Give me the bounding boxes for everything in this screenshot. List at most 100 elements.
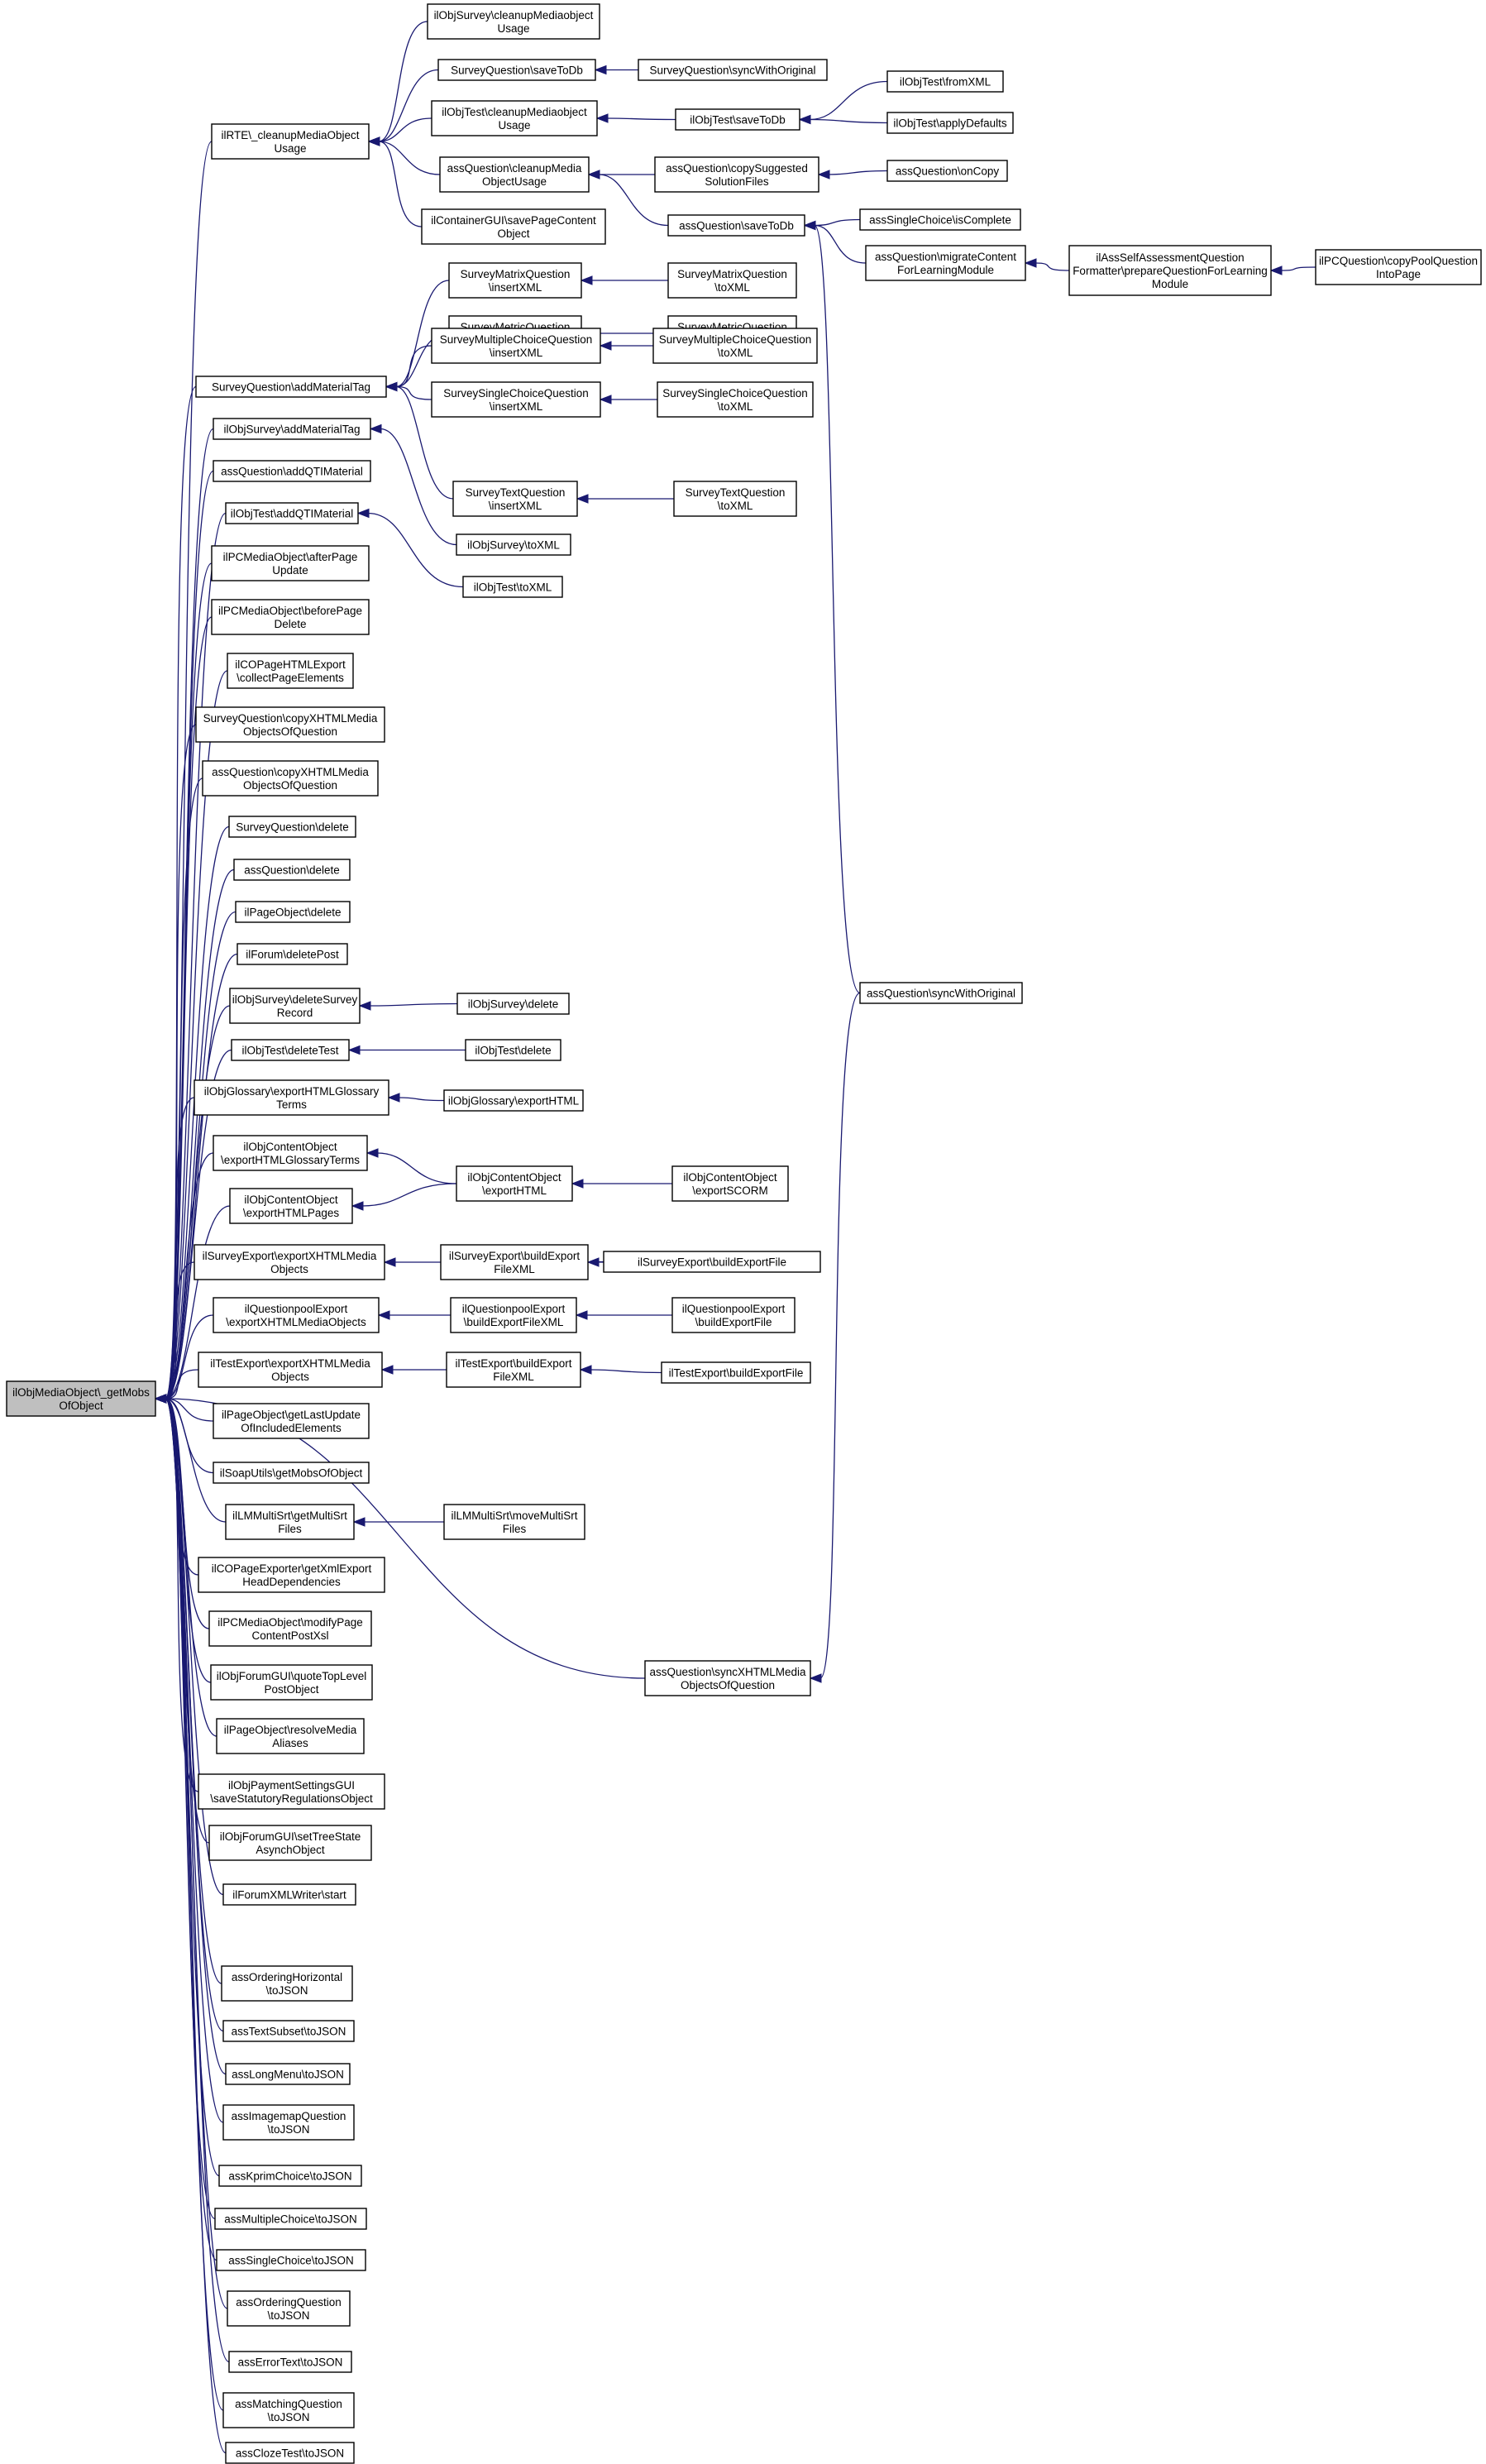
node-ilsurveyexport-buildexport-filexml[interactable]: ilSurveyExport\buildExportFileXML: [440, 1244, 589, 1280]
node-assquestion-delete[interactable]: assQuestion\delete: [233, 859, 351, 881]
node-label: \insertXML: [489, 500, 542, 512]
node-surveysinglechoicequestion-toxml[interactable]: SurveySingleChoiceQuestion\toXML: [657, 381, 814, 418]
node-asserrortext-tojson[interactable]: assErrorText\toJSON: [228, 2351, 352, 2373]
node-assclozetest-tojson[interactable]: assClozeTest\toJSON: [225, 2442, 355, 2464]
node-surveytextquestion-toxml[interactable]: SurveyTextQuestion\toXML: [673, 481, 797, 517]
node-asstextsubset-tojson[interactable]: assTextSubset\toJSON: [222, 2020, 355, 2042]
node-ilpageobject-delete[interactable]: ilPageObject\delete: [235, 901, 351, 923]
node-assquestion-syncwithoriginal[interactable]: assQuestion\syncWithOriginal: [859, 982, 1023, 1004]
node-surveyquestion-delete[interactable]: SurveyQuestion\delete: [228, 816, 356, 838]
node-ilsurveyexport-buildexportfile[interactable]: ilSurveyExport\buildExportFile: [603, 1251, 821, 1273]
node-surveyquestion-savetodb[interactable]: SurveyQuestion\saveToDb: [437, 59, 596, 81]
node-ilobjpaymentsettingsgui-savestatutoryregulationsobject[interactable]: ilObjPaymentSettingsGUI\saveStatutoryReg…: [198, 1773, 385, 1810]
node-label: assLongMenu\toJSON: [232, 2069, 344, 2081]
node-iltestexport-exportxhtmlmedia-objects[interactable]: ilTestExport\exportXHTMLMediaObjects: [198, 1352, 383, 1388]
node-ilobjtest-savetodb[interactable]: ilObjTest\saveToDb: [675, 108, 800, 131]
node-assquestion-copyxhtmlmedia-objectsofquestion[interactable]: assQuestion\copyXHTMLMediaObjectsOfQuest…: [202, 760, 379, 797]
node-ilobjsurvey-toxml[interactable]: ilObjSurvey\toXML: [456, 533, 571, 556]
node-ilobjtest-toxml[interactable]: ilObjTest\toXML: [462, 576, 563, 598]
node-ilobjcontentobject-exporthtmlglossaryterms[interactable]: ilObjContentObject\exportHTMLGlossaryTer…: [213, 1135, 368, 1171]
node-ilobjsurvey-addmaterialtag[interactable]: ilObjSurvey\addMaterialTag: [213, 418, 371, 440]
node-asslongmenu-tojson[interactable]: assLongMenu\toJSON: [225, 2063, 351, 2085]
node-asssinglechoice-iscomplete[interactable]: assSingleChoice\isComplete: [859, 208, 1021, 231]
node-box: [213, 1462, 370, 1484]
node-assorderinghorizontal-tojson[interactable]: assOrderingHorizontal\toJSON: [221, 1965, 353, 2002]
node-ilassselfassessmentquestion-formatter-preparequestionforlearning-module[interactable]: ilAssSelfAssessmentQuestionFormatter\pre…: [1068, 245, 1272, 296]
node-box: [437, 59, 596, 81]
node-ilobjtest-deletetest[interactable]: ilObjTest\deleteTest: [231, 1039, 350, 1061]
node-assquestion-savetodb[interactable]: assQuestion\saveToDb: [667, 214, 805, 237]
node-box: [225, 2442, 355, 2464]
node-ilobjtest-fromxml[interactable]: ilObjTest\fromXML: [886, 70, 1004, 93]
node-ilsurveyexport-exportxhtmlmedia-objects[interactable]: ilSurveyExport\exportXHTMLMediaObjects: [194, 1244, 385, 1280]
node-assmultiplechoice-tojson[interactable]: assMultipleChoice\toJSON: [214, 2208, 367, 2230]
node-ilcopageexporter-getxmlexport-headdependencies[interactable]: ilCOPageExporter\getXmlExportHeadDepende…: [198, 1557, 385, 1593]
node-assorderingquestion-tojson[interactable]: assOrderingQuestion\toJSON: [227, 2290, 351, 2327]
node-ilobjcontentobject-exporthtml[interactable]: ilObjContentObject\exportHTML: [456, 1165, 573, 1202]
node-ilobjglossary-exporthtmlglossary-terms[interactable]: ilObjGlossary\exportHTMLGlossaryTerms: [194, 1079, 389, 1116]
node-box: [675, 108, 800, 131]
node-ilpageobject-getlastupdate-ofincludedelements[interactable]: ilPageObject\getLastUpdateOfIncludedElem…: [213, 1403, 370, 1439]
node-asssinglechoice-tojson[interactable]: assSingleChoice\toJSON: [216, 2249, 366, 2271]
node-iltestexport-buildexportfile[interactable]: ilTestExport\buildExportFile: [661, 1361, 811, 1384]
node-ilquestionpoolexport-buildexportfile[interactable]: ilQuestionpoolExport\buildExportFile: [671, 1297, 796, 1333]
node-assmatchingquestion-tojson[interactable]: assMatchingQuestion\toJSON: [222, 2392, 355, 2428]
node-ilobjtest-addqtimaterial[interactable]: ilObjTest\addQTIMaterial: [225, 502, 359, 524]
node-ilobjsurvey-delete[interactable]: ilObjSurvey\delete: [456, 993, 570, 1015]
node-surveyquestion-copyxhtmlmedia-objectsofquestion[interactable]: SurveyQuestion\copyXHTMLMediaObjectsOfQu…: [195, 706, 385, 743]
call-graph-nodes: ilObjMediaObject\_getMobsOfObject ilRTE\_…: [6, 3, 1482, 2464]
node-asskprimchoice-tojson[interactable]: assKprimChoice\toJSON: [218, 2165, 362, 2187]
node-ilquestionpoolexport-exportxhtmlmediaobjects[interactable]: ilQuestionpoolExport\exportXHTMLMediaObj…: [213, 1297, 380, 1333]
node-label: HeadDependencies: [242, 1576, 341, 1588]
node-assquestion-oncopy[interactable]: assQuestion\onCopy: [886, 160, 1008, 182]
edge-arrow: [352, 1517, 445, 1527]
node-box: [195, 376, 387, 398]
node-surveyquestion-syncwithoriginal[interactable]: SurveyQuestion\syncWithOriginal: [638, 59, 828, 81]
node-ilquestionpoolexport-buildexportfilexml[interactable]: ilQuestionpoolExport\buildExportFileXML: [450, 1297, 577, 1333]
node-ilforumxmlwriter-start[interactable]: ilForumXMLWriter\start: [222, 1883, 356, 1906]
edge-line: [590, 1369, 662, 1374]
node-ilforum-deletepost[interactable]: ilForum\deletePost: [237, 943, 348, 965]
node-assquestion-addqtimaterial[interactable]: assQuestion\addQTIMaterial: [213, 460, 371, 482]
node-surveyquestion-addmaterialtag[interactable]: SurveyQuestion\addMaterialTag: [195, 376, 387, 398]
node-assimagemapquestion-tojson[interactable]: assImagemapQuestion\toJSON: [222, 2104, 355, 2141]
node-label: \saveStatutoryRegulationsObject: [210, 1792, 373, 1805]
node-surveymultiplechoicequestion-toxml[interactable]: SurveyMultipleChoiceQuestion\toXML: [652, 328, 818, 364]
node-surveymatrixquestion-insertxml[interactable]: SurveyMatrixQuestion\insertXML: [448, 262, 582, 299]
node-ilobjcontentobject-exporthtmlpages[interactable]: ilObjContentObject\exportHTMLPages: [229, 1188, 353, 1224]
node-ilobjtest-delete[interactable]: ilObjTest\delete: [465, 1039, 561, 1061]
node-surveytextquestion-insertxml[interactable]: SurveyTextQuestion\insertXML: [452, 481, 578, 517]
node-ilobjtest-applydefaults[interactable]: ilObjTest\applyDefaults: [886, 112, 1014, 134]
node-assquestion-syncxhtmlmedia-objectsofquestion[interactable]: assQuestion\syncXHTMLMediaObjectsOfQuest…: [644, 1660, 811, 1696]
node-surveymultiplechoicequestion-insertxml[interactable]: SurveyMultipleChoiceQuestion\insertXML: [431, 328, 601, 364]
node-surveysinglechoicequestion-insertxml[interactable]: SurveySingleChoiceQuestion\insertXML: [431, 381, 601, 418]
node-ilobjglossary-exporthtml[interactable]: ilObjGlossary\exportHTML: [443, 1089, 584, 1112]
node-assquestion-migratecontent-forlearningmodule[interactable]: assQuestion\migrateContentForLearningMod…: [865, 245, 1026, 281]
node-ilobjmediaobject-getmobs-ofobject[interactable]: ilObjMediaObject\_getMobsOfObject: [6, 1380, 156, 1417]
node-surveymatrixquestion-toxml[interactable]: SurveyMatrixQuestion\toXML: [667, 262, 797, 299]
node-box: [1315, 249, 1482, 285]
node-iltestexport-buildexport-filexml[interactable]: ilTestExport\buildExportFileXML: [446, 1352, 581, 1388]
node-box: [443, 1089, 584, 1112]
edge-line: [165, 1314, 214, 1399]
node-ilcopagehtmlexport-collectpageelements[interactable]: ilCOPageHTMLExport\collectPageElements: [227, 653, 354, 689]
node-ilobjcontentobject-exportscorm[interactable]: ilObjContentObject\exportSCORM: [671, 1165, 789, 1202]
node-ilsoaputils-getmobsofobject[interactable]: ilSoapUtils\getMobsOfObject: [213, 1462, 370, 1484]
edge-line: [367, 512, 464, 588]
